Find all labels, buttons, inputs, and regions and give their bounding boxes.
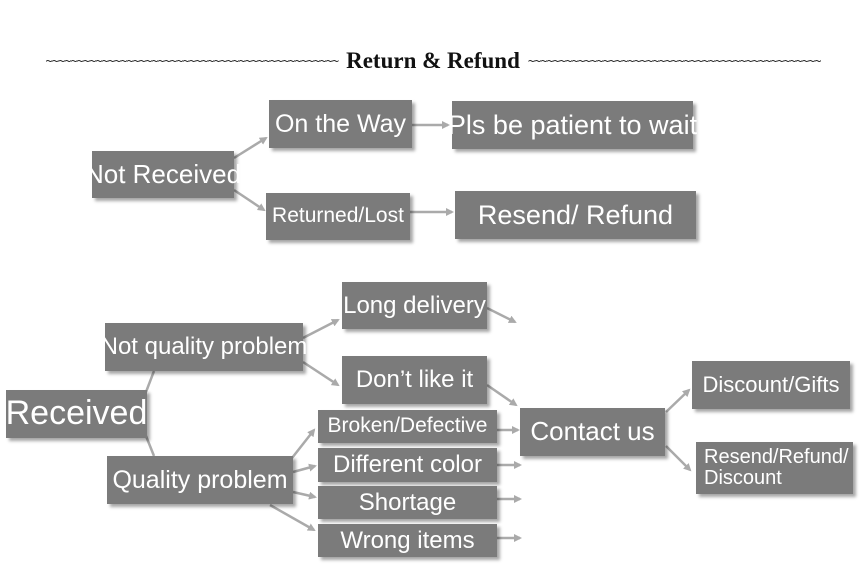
line-received-to-not-quality: [144, 370, 156, 393]
node-different-color: Different color: [318, 448, 497, 482]
arrow-quality-to-wrong: [269, 503, 316, 532]
node-broken-defective: Broken/Defective: [318, 410, 497, 443]
node-on-the-way: On the Way: [269, 100, 412, 148]
node-pls-be-patient: Pls be patient to wait: [448, 101, 697, 149]
arrow-quality-to-shortage: [292, 490, 317, 500]
resend-refund-discount-line2: Discount: [704, 467, 782, 489]
node-long-delivery: Long delivery: [342, 282, 487, 329]
right-decor: ~~~~~~~~~~~~~~~~~~~~~~~~~~~~~~~~~~~~~~~~…: [527, 54, 822, 68]
node-not-received: Not Received: [85, 151, 241, 198]
node-quality-problem: Quality problem: [107, 456, 293, 504]
node-resend-refund: Resend/ Refund: [455, 191, 696, 239]
node-shortage: Shortage: [318, 486, 497, 519]
node-wrong-items: Wrong items: [318, 524, 497, 557]
arrow-not-received-to-returned-lost: [233, 188, 266, 212]
diagram-title: Return & Refund: [346, 48, 520, 73]
node-received: Received: [6, 390, 147, 438]
node-contact-us: Contact us: [520, 408, 665, 456]
arrow-quality-to-broken: [291, 428, 316, 459]
arrow-not-quality-to-dont-like: [302, 360, 340, 387]
node-returned-lost: Returned/Lost: [266, 193, 410, 240]
arrow-not-quality-to-long-delivery: [302, 318, 340, 340]
arrow-long-delivery-out: [486, 306, 517, 324]
resend-refund-discount-line1: Resend/Refund/: [704, 446, 849, 468]
arrow-contact-to-resend: [665, 445, 692, 472]
node-resend-refund-discount: Resend/Refund/ Discount: [696, 442, 853, 494]
diagram-header: ~~~~~~~~~~~~~~~~~~~~~~~~~~~~~~~~~~~~~~~~…: [0, 44, 866, 78]
arrow-dont-like-to-contact: [486, 383, 518, 407]
node-dont-like-it: Don’t like it: [342, 356, 487, 404]
arrow-quality-to-color: [292, 463, 317, 474]
line-received-to-quality: [144, 435, 156, 457]
node-not-quality-problem: Not quality problem: [101, 323, 307, 371]
arrow-not-received-to-on-the-way: [233, 136, 268, 160]
node-discount-gifts: Discount/Gifts: [692, 361, 850, 409]
left-decor: ~~~~~~~~~~~~~~~~~~~~~~~~~~~~~~~~~~~~~~~~…: [45, 54, 340, 68]
arrow-contact-to-discount: [665, 388, 691, 413]
